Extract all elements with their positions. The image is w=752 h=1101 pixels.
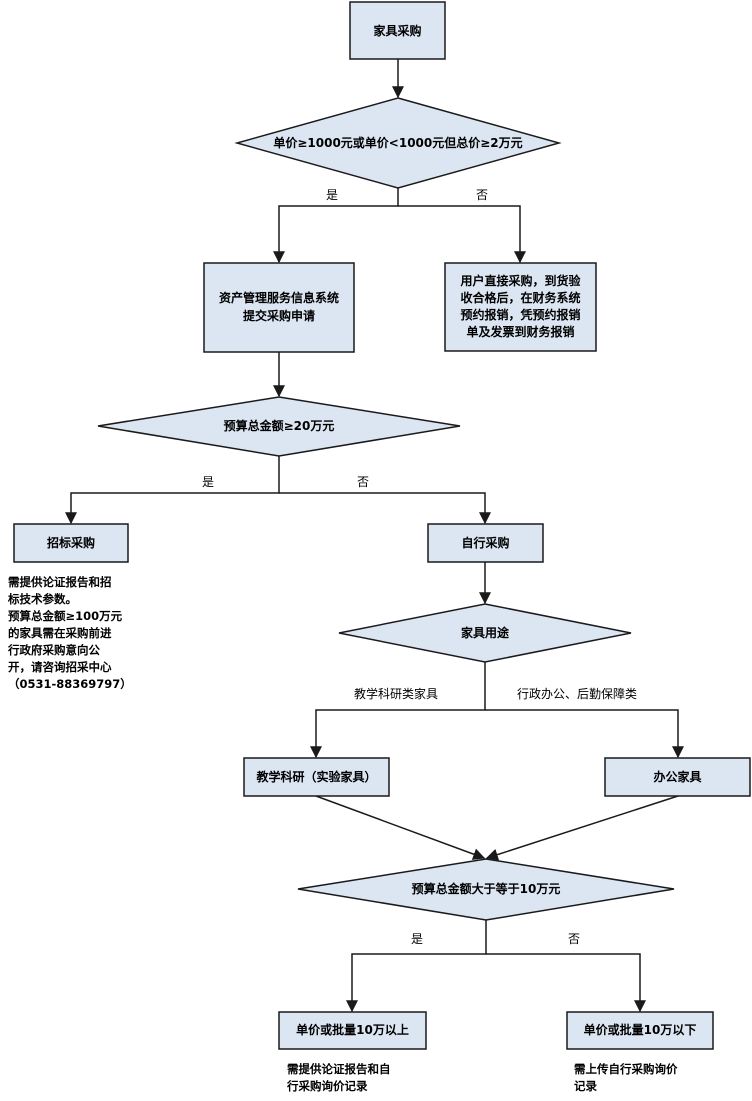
node-start-label: 家具采购 [373, 23, 421, 38]
edge-label-yes-1: 是 [326, 188, 338, 202]
decision-budget-100k-label: 预算总金额大于等于10万元 [412, 881, 561, 896]
decision-price-threshold-label: 单价≥1000元或单价<1000元但总价≥2万元 [273, 135, 522, 150]
node-teaching: 教学科研（实验家具） [243, 757, 390, 797]
note-tender-line: （0531-88369797） [8, 677, 132, 691]
node-above-100k: 单价或批量10万以上 [278, 1011, 427, 1050]
node-direct-purchase-line3: 预约报销，凭预约报销 [460, 307, 580, 322]
note-tender-line: 的家具需在采购前进 [8, 626, 112, 640]
node-asset-system-line2: 提交采购申请 [243, 308, 315, 323]
node-self-purchase-label: 自行采购 [461, 535, 509, 550]
edge-label-no-2: 否 [357, 475, 369, 489]
edge-label-no-3: 否 [568, 932, 580, 946]
node-asset-system: 资产管理服务信息系统 提交采购申请 [203, 262, 355, 353]
node-teaching-label: 教学科研（实验家具） [255, 769, 376, 784]
edge-label-office: 行政办公、后勤保障类 [517, 686, 637, 701]
note-below-line: 需上传自行采购询价 [574, 1062, 678, 1076]
edge-label-yes-2: 是 [202, 475, 214, 489]
decision-price-threshold: 单价≥1000元或单价<1000元但总价≥2万元 [234, 97, 562, 189]
decision-budget-200k: 预算总金额≥20万元 [97, 396, 461, 457]
node-self-purchase: 自行采购 [427, 523, 544, 563]
edge-cond2-yes [65, 456, 280, 525]
node-direct-purchase: 用户直接采购，到货验 收合格后，在财务系统 预约报销，凭预约报销 单及发票到财务… [444, 262, 597, 352]
decision-budget-100k: 预算总金额大于等于10万元 [297, 858, 675, 921]
decision-budget-200k-label: 预算总金额≥20万元 [224, 418, 335, 433]
node-office: 办公家具 [604, 757, 751, 797]
node-tender-label: 招标采购 [47, 535, 95, 550]
note-below-line: 记录 [574, 1079, 597, 1093]
edge-label-teaching: 教学科研类家具 [354, 686, 438, 701]
decision-furniture-use: 家具用途 [338, 603, 632, 663]
edge-teaching-cond4 [315, 795, 486, 860]
note-tender-line: 行政府采购意向公 [8, 643, 100, 657]
note-tender-line: 需提供论证报告和招 [8, 575, 112, 589]
node-direct-purchase-line2: 收合格后，在财务系统 [460, 290, 580, 305]
note-tender-line: 标技术参数。 [8, 592, 77, 606]
note-above-100k: 需提供论证报告和自 行采购询价记录 [287, 1061, 391, 1095]
node-above-100k-label: 单价或批量10万以上 [296, 1022, 409, 1037]
note-above-line: 行采购询价记录 [287, 1079, 368, 1093]
note-above-line: 需提供论证报告和自 [287, 1062, 391, 1076]
node-office-label: 办公家具 [653, 769, 701, 784]
node-below-100k: 单价或批量10万以下 [566, 1011, 714, 1050]
connectors [65, 59, 684, 1013]
node-below-100k-label: 单价或批量10万以下 [584, 1022, 697, 1037]
node-direct-purchase-line1: 用户直接采购，到货验 [459, 273, 581, 288]
edge-cond1-yes [273, 188, 399, 264]
edge-label-no-1: 否 [476, 188, 488, 202]
node-direct-purchase-line4: 单及发票到财务报销 [466, 324, 574, 339]
note-tender-line: 开，请咨询招采中心 [8, 660, 112, 674]
node-start: 家具采购 [349, 1, 446, 60]
note-tender: 需提供论证报告和招 标技术参数。 预算总金额≥100万元 的家具需在采购前进 行… [8, 574, 132, 693]
edge-cond4-no [486, 953, 646, 1013]
node-tender: 招标采购 [13, 523, 129, 563]
node-asset-system-line1: 资产管理服务信息系统 [219, 290, 339, 305]
edge-label-yes-3: 是 [411, 932, 423, 946]
edge-cond3-teaching [310, 662, 486, 759]
note-tender-line: 预算总金额≥100万元 [8, 609, 123, 623]
edge-cond1-no [398, 205, 526, 264]
edge-office-cond4 [485, 795, 679, 861]
edge-cond4-yes [346, 920, 487, 1013]
note-below-100k: 需上传自行采购询价 记录 [574, 1061, 678, 1095]
decision-furniture-use-label: 家具用途 [461, 625, 510, 640]
edge-cond3-office [485, 709, 684, 759]
edge-cond2-no [279, 492, 491, 525]
